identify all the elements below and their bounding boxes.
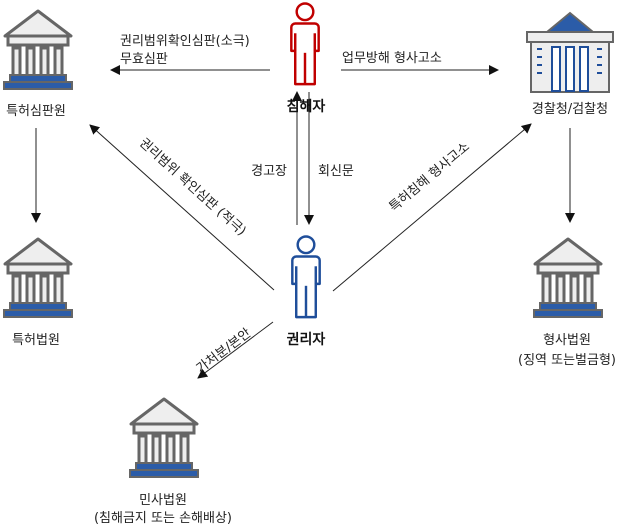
infringer-person-icon xyxy=(290,2,320,86)
civil-court-note: (침해금지 또는 손해배상) xyxy=(94,511,232,526)
patent-tribunal-label: 특허심판원 xyxy=(6,104,66,119)
reply-letter-label: 회신문 xyxy=(318,164,354,179)
patent-court-label: 특허법원 xyxy=(12,333,60,348)
warning-letter-label: 경고장 xyxy=(251,164,287,179)
patent-infringement-complaint-label: 특허침해 형사고소 xyxy=(387,139,473,215)
tribunal-action-label-2: 무효심판 xyxy=(120,52,168,67)
criminal-court-note: (징역 또는벌금형) xyxy=(518,353,616,368)
injunction-label: 가처분/본안 xyxy=(194,326,254,377)
right-holder-person-icon xyxy=(291,235,321,319)
active-scope-trial-label: 권리범위 확인심판 (적극) xyxy=(136,136,249,239)
arrow-holder-to-police xyxy=(332,123,532,292)
tribunal-action-label-1: 권리범위확인심판(소극) xyxy=(120,34,250,49)
arrow-holder-to-tribunal xyxy=(89,124,275,291)
criminal-court-label: 형사법원 xyxy=(543,333,591,348)
civil-court-label: 민사법원 xyxy=(139,493,187,508)
patent-tribunal-building-icon xyxy=(2,9,74,90)
arrow-holder-to-civil xyxy=(197,321,274,379)
police-prosecution-label: 경찰청/검찰청 xyxy=(532,102,608,117)
right-holder-label: 권리자 xyxy=(287,332,326,348)
civil-court-building-icon xyxy=(128,397,200,478)
police-complaint-label: 업무방해 형사고소 xyxy=(342,51,442,66)
police-prosecution-building-icon xyxy=(526,11,614,93)
patent-court-building-icon xyxy=(2,237,74,318)
infringer-label: 침해자 xyxy=(287,99,326,115)
criminal-court-building-icon xyxy=(532,237,604,318)
